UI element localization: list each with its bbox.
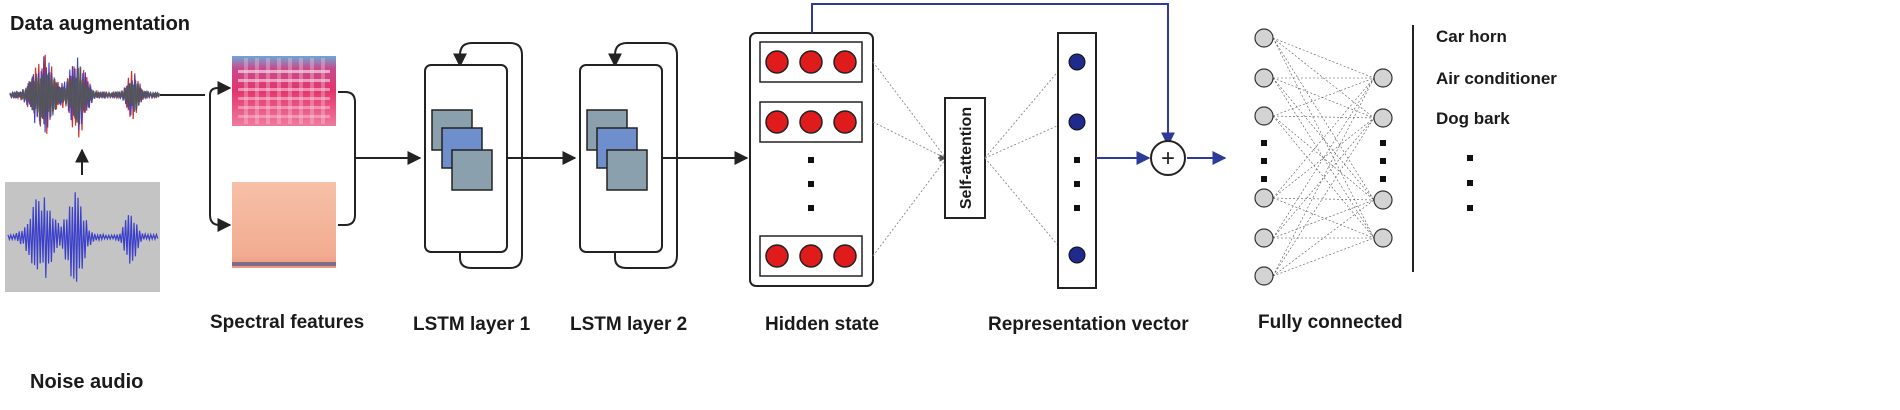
class-label-air-conditioner: Air conditioner bbox=[1436, 69, 1557, 88]
fc-output-node bbox=[1373, 68, 1393, 88]
fc-edge bbox=[1272, 77, 1375, 117]
self-attention-label: Self-attention bbox=[958, 107, 975, 209]
attention-to-representation-lines bbox=[984, 61, 1067, 256]
class-label-dog-bark: Dog bark bbox=[1436, 109, 1510, 128]
spectrogram-band bbox=[238, 97, 330, 100]
fc-edge bbox=[1272, 197, 1375, 201]
lstm-layer-2-label: LSTM layer 2 bbox=[570, 314, 687, 335]
fc-edge bbox=[1272, 37, 1375, 79]
class-label-car-horn: Car horn bbox=[1436, 27, 1507, 46]
hidden-node bbox=[765, 244, 789, 268]
spectrogram-band bbox=[238, 88, 330, 91]
fc-edge bbox=[1272, 117, 1375, 277]
hidden-to-attention-lines bbox=[872, 61, 946, 257]
spectrogram-column bbox=[299, 58, 303, 124]
fc-output-node bbox=[1373, 108, 1393, 128]
noise-audio-label: Noise audio bbox=[30, 371, 143, 393]
fc-edge bbox=[1272, 115, 1375, 239]
augmented-waveform bbox=[9, 50, 161, 140]
fc-edge bbox=[1272, 37, 1375, 119]
fc-edge bbox=[1272, 199, 1375, 239]
fc-input-node bbox=[1254, 266, 1274, 286]
spectrogram-column bbox=[321, 58, 325, 124]
mel-spectrogram bbox=[232, 56, 336, 126]
lstm-layer-1-label: LSTM layer 1 bbox=[413, 314, 531, 335]
spectrogram-band bbox=[238, 106, 330, 109]
fc-input-node bbox=[1254, 228, 1274, 248]
residual-connection bbox=[811, 3, 1227, 165]
fc-output-node bbox=[1373, 190, 1393, 210]
hidden-node bbox=[833, 50, 857, 74]
spectrogram-column bbox=[310, 58, 314, 124]
representation-vector-label: Representation vector bbox=[988, 314, 1189, 335]
fc-edge bbox=[1272, 117, 1375, 199]
fc-input-node bbox=[1254, 68, 1274, 88]
hidden-node bbox=[765, 110, 789, 134]
hidden-node bbox=[799, 244, 823, 268]
fc-edge bbox=[1272, 77, 1375, 239]
hidden-state-label: Hidden state bbox=[765, 314, 879, 335]
sum-operator: + bbox=[1150, 140, 1186, 176]
lstm-layer-1-block bbox=[424, 42, 523, 269]
noise-audio-image bbox=[5, 182, 160, 292]
fc-edge bbox=[1272, 37, 1375, 201]
mfcc-spectrogram bbox=[232, 182, 336, 268]
spectrogram-band bbox=[238, 79, 330, 82]
representation-vector-block bbox=[1057, 32, 1097, 289]
spectrogram-band bbox=[238, 115, 330, 118]
augmentation-to-spectral-connector bbox=[160, 81, 232, 232]
waveform-gray-layer bbox=[9, 66, 161, 125]
class-ellipsis bbox=[1467, 155, 1473, 211]
fc-output-node bbox=[1373, 228, 1393, 248]
hidden-node bbox=[799, 50, 823, 74]
fc-edge bbox=[1272, 115, 1375, 119]
fc-edge bbox=[1272, 77, 1375, 277]
fc-input-node bbox=[1254, 28, 1274, 48]
data-augmentation-title: Data augmentation bbox=[10, 13, 190, 35]
lstm-layer-2-block bbox=[579, 42, 678, 269]
fc-right-ellipsis bbox=[1380, 140, 1386, 182]
hidden-node bbox=[799, 110, 823, 134]
fc-edge bbox=[1272, 199, 1375, 277]
fc-input-node bbox=[1254, 188, 1274, 208]
hidden-node bbox=[833, 110, 857, 134]
representation-node bbox=[1068, 53, 1086, 71]
spectrogram-column bbox=[244, 58, 248, 124]
self-attention-box: Self-attention bbox=[944, 97, 986, 219]
fc-edge bbox=[1272, 117, 1375, 239]
fc-edge bbox=[1272, 77, 1375, 119]
spectrogram-column bbox=[288, 58, 292, 124]
spectrogram-column bbox=[255, 58, 259, 124]
spectral-to-lstm-connector bbox=[338, 91, 422, 226]
spectrogram-column bbox=[266, 58, 270, 124]
representation-node bbox=[1068, 113, 1086, 131]
spectrogram-column bbox=[277, 58, 281, 124]
fc-edge bbox=[1272, 37, 1375, 239]
noise-waveform bbox=[7, 192, 159, 282]
hidden-node bbox=[833, 244, 857, 268]
spectral-features-label: Spectral features bbox=[210, 312, 364, 333]
plus-symbol: + bbox=[1161, 145, 1175, 172]
fc-edge bbox=[1272, 77, 1375, 239]
fully-connected-network bbox=[1254, 28, 1393, 286]
fully-connected-label: Fully connected bbox=[1258, 312, 1403, 333]
fc-edge bbox=[1272, 237, 1375, 277]
fc-left-ellipsis bbox=[1261, 140, 1267, 182]
representation-node bbox=[1068, 246, 1086, 264]
hidden-state-block bbox=[749, 32, 874, 287]
fc-input-node bbox=[1254, 106, 1274, 126]
hidden-node bbox=[765, 50, 789, 74]
spectrogram-band bbox=[238, 70, 330, 73]
